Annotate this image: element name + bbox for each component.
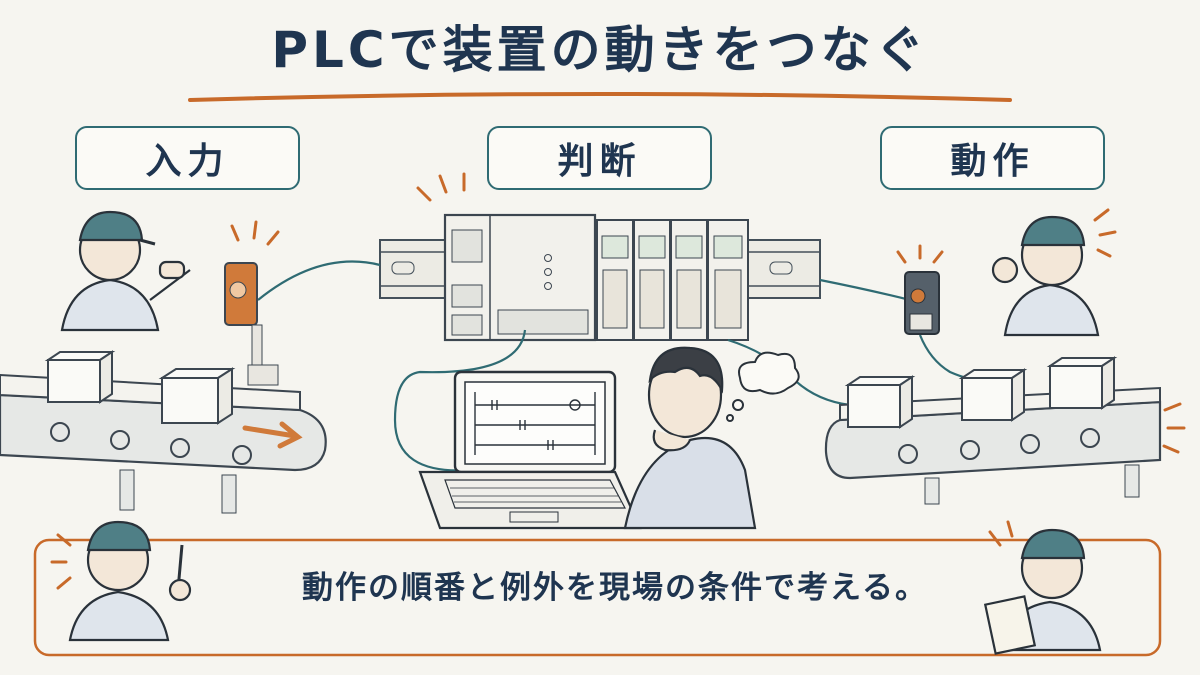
laptop (418, 370, 642, 530)
worker-bottom-left-marks (50, 533, 72, 590)
engineer-at-laptop (623, 346, 757, 530)
plc-io-modules (596, 219, 749, 341)
thought-bubble (726, 351, 800, 422)
label-action: 動作 (880, 126, 1105, 190)
label-input: 入力 (75, 126, 300, 190)
worker-top-left (60, 210, 191, 332)
ladder-diagram-on-screen (474, 392, 596, 455)
plc-attention-marks (416, 172, 466, 202)
worker-top-right (991, 215, 1100, 337)
right-sensor-marks (896, 244, 944, 264)
caption-box (33, 538, 1162, 657)
cables (257, 260, 991, 472)
worker-top-right-marks (1093, 208, 1117, 258)
title-underline (188, 92, 1012, 102)
worker-bottom-right-marks (988, 520, 1014, 547)
left-conveyor-boxes (44, 350, 236, 425)
worker-bottom-right (983, 528, 1102, 655)
label-judgment: 判断 (487, 126, 712, 190)
left-photo-sensor (224, 262, 279, 386)
right-conveyor-boxes (844, 356, 1118, 429)
worker-bottom-left (68, 520, 192, 642)
right-conveyor-marks (1162, 402, 1186, 454)
plc-cpu-unit (443, 213, 597, 342)
left-sensor-marks (230, 220, 280, 246)
caption-text: 動作の順番と例外を現場の条件で考える。 (301, 570, 929, 606)
page-title: PLCで装置の動きをつなぐ (271, 21, 929, 79)
right-photo-sensor (904, 271, 940, 335)
